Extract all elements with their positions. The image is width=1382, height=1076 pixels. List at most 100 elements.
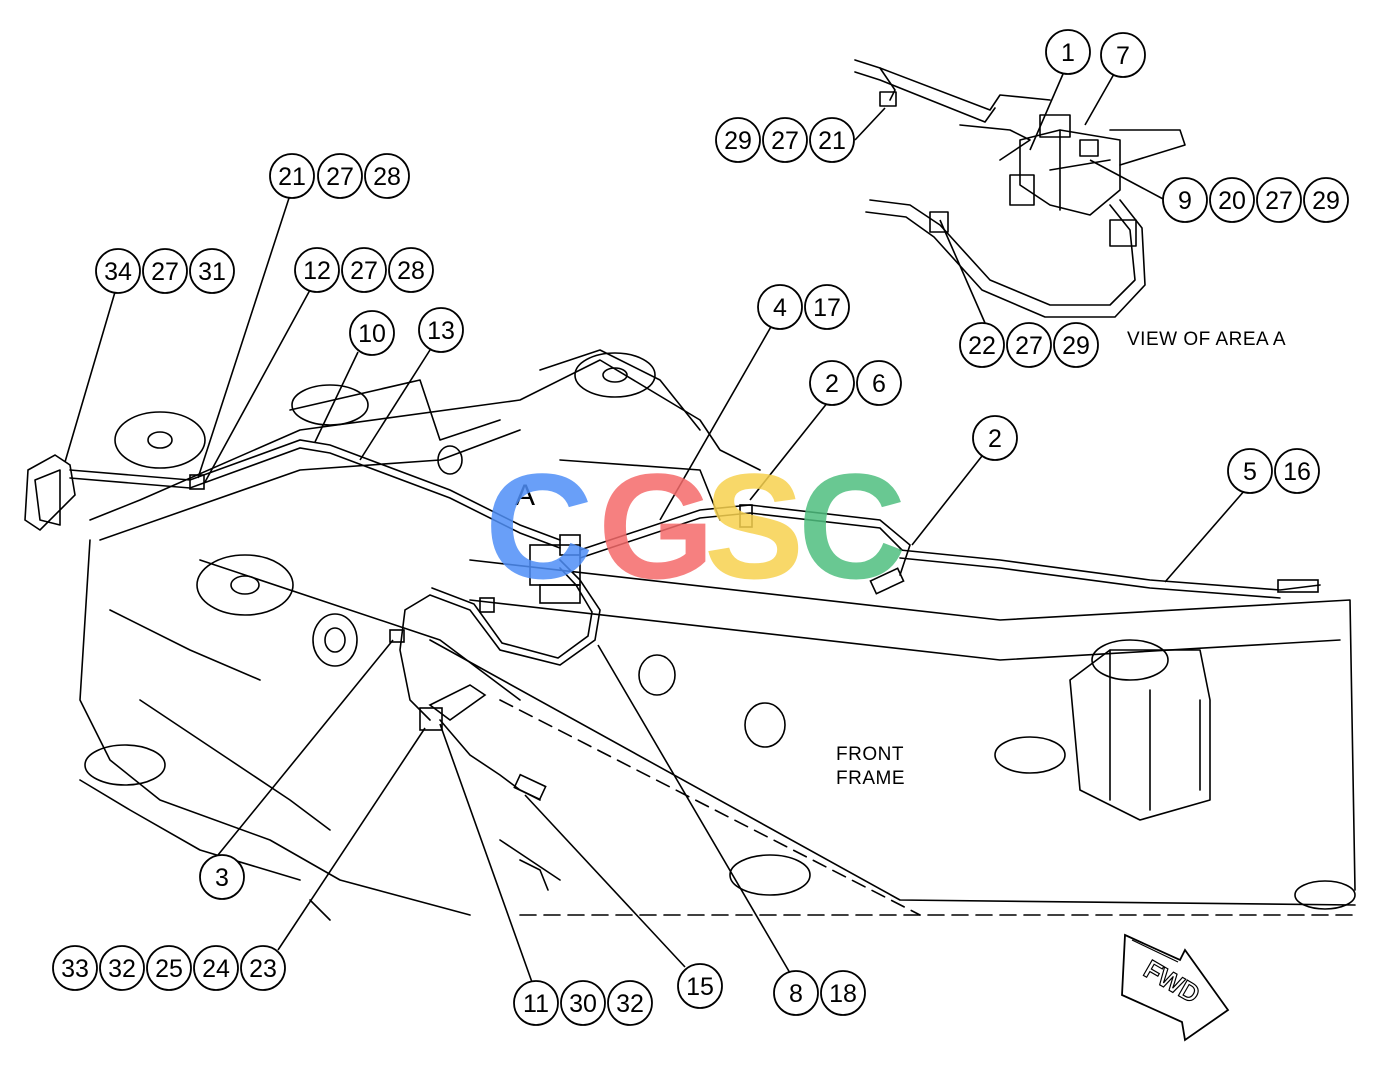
callout-21b-label: 21 (278, 163, 306, 191)
callout-18: 18 (820, 970, 866, 1016)
inset-area-a-drawing (854, 59, 1186, 318)
callout-30-label: 30 (569, 990, 597, 1018)
callout-17: 17 (804, 284, 850, 330)
fwd-arrow: FWD (1121, 933, 1230, 1042)
callout-10-label: 10 (358, 320, 386, 348)
callout-4: 4 (757, 284, 803, 330)
callout-27c: 27 (317, 153, 363, 199)
leader-lines (64, 73, 1246, 986)
callout-1-label: 1 (1061, 39, 1075, 67)
callout-29c-label: 29 (1062, 332, 1090, 360)
callout-3-label: 3 (215, 864, 229, 892)
callout-2a-label: 2 (825, 370, 839, 398)
callout-32a: 32 (99, 945, 145, 991)
callout-group: 1 7 29 27 21 9 20 27 29 21 27 28 34 27 3… (52, 29, 1349, 1026)
callout-13: 13 (418, 307, 464, 353)
callout-5: 5 (1227, 448, 1273, 494)
callout-15: 15 (677, 963, 723, 1009)
watermark-letter-1: C (485, 442, 593, 610)
view-area-a-label: VIEW OF AREA A (1127, 329, 1286, 350)
callout-7-label: 7 (1116, 42, 1130, 70)
callout-1: 1 (1045, 29, 1091, 75)
callout-21a: 21 (809, 117, 855, 163)
callout-29a: 29 (715, 117, 761, 163)
callout-27f-label: 27 (1015, 332, 1043, 360)
callout-21b: 21 (269, 153, 315, 199)
callout-7: 7 (1100, 32, 1146, 78)
callout-11-label: 11 (523, 990, 549, 1018)
callout-9: 9 (1162, 177, 1208, 223)
callout-23: 23 (240, 945, 286, 991)
hose-lines (24, 439, 1321, 801)
frame-drawing (34, 349, 1356, 921)
callout-24: 24 (193, 945, 239, 991)
watermark-letter-4: C (798, 442, 906, 610)
callout-27d-label: 27 (151, 258, 179, 286)
callout-29b: 29 (1303, 177, 1349, 223)
callout-10: 10 (349, 310, 395, 356)
callout-27b-label: 27 (1265, 187, 1293, 215)
callout-25-label: 25 (155, 955, 183, 983)
callout-5-label: 5 (1243, 458, 1257, 486)
callout-27d: 27 (142, 248, 188, 294)
watermark-letter-3: S (704, 442, 804, 610)
callout-22: 22 (959, 322, 1005, 368)
callout-11: 11 (513, 980, 559, 1026)
callout-12: 12 (294, 247, 340, 293)
callout-28a-label: 28 (373, 163, 401, 191)
callout-25: 25 (146, 945, 192, 991)
callout-30: 30 (560, 980, 606, 1026)
callout-32b: 32 (607, 980, 653, 1026)
callout-6-label: 6 (872, 370, 886, 398)
callout-34-label: 34 (104, 258, 132, 286)
callout-27a: 27 (762, 117, 808, 163)
callout-23-label: 23 (249, 955, 277, 983)
callout-27e: 27 (341, 247, 387, 293)
front-frame-label-line1: FRONT (836, 744, 904, 765)
callout-13-label: 13 (427, 317, 455, 345)
callout-27e-label: 27 (350, 257, 378, 285)
callout-33: 33 (52, 945, 98, 991)
callout-27f: 27 (1006, 322, 1052, 368)
callout-20: 20 (1209, 177, 1255, 223)
callout-29b-label: 29 (1312, 187, 1340, 215)
watermark-letter-2: G (598, 442, 715, 610)
callout-8: 8 (773, 970, 819, 1016)
watermark: C G S C (485, 442, 906, 610)
callout-9-label: 9 (1178, 187, 1192, 215)
callout-33-label: 33 (61, 955, 89, 983)
callout-3: 3 (199, 854, 245, 900)
callout-21a-label: 21 (818, 127, 846, 155)
callout-28b: 28 (388, 247, 434, 293)
callout-27a-label: 27 (771, 127, 799, 155)
callout-16: 16 (1274, 448, 1320, 494)
callout-17-label: 17 (813, 294, 841, 322)
callout-24-label: 24 (202, 955, 230, 983)
callout-18-label: 18 (829, 980, 857, 1008)
callout-6: 6 (856, 360, 902, 406)
callout-12-label: 12 (303, 257, 331, 285)
callout-28b-label: 28 (397, 257, 425, 285)
callout-2a: 2 (809, 360, 855, 406)
callout-32b-label: 32 (616, 990, 644, 1018)
callout-31: 31 (189, 248, 235, 294)
callout-28a: 28 (364, 153, 410, 199)
callout-31-label: 31 (198, 258, 226, 286)
callout-22-label: 22 (968, 332, 996, 360)
callout-34: 34 (95, 248, 141, 294)
callout-32a-label: 32 (108, 955, 136, 983)
front-frame-label-line2: FRAME (836, 768, 905, 789)
callout-4-label: 4 (773, 294, 787, 322)
callout-29c: 29 (1053, 322, 1099, 368)
callout-16-label: 16 (1283, 458, 1311, 486)
callout-15-label: 15 (686, 973, 714, 1001)
callout-20-label: 20 (1218, 187, 1246, 215)
area-a-marker: A (515, 479, 535, 512)
callout-29a-label: 29 (724, 127, 752, 155)
callout-2b-label: 2 (988, 425, 1002, 453)
callout-8-label: 8 (789, 980, 803, 1008)
callout-2b: 2 (972, 415, 1018, 461)
callout-27c-label: 27 (326, 163, 354, 191)
